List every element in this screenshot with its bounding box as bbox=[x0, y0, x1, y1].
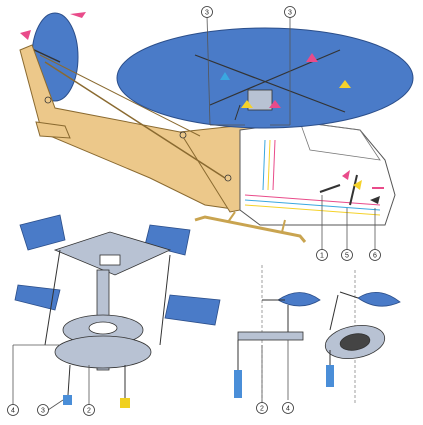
callout-cockpit-5: 5 bbox=[345, 253, 349, 260]
callout-detail-2: 2 bbox=[260, 406, 264, 413]
callout-hub-3: 3 bbox=[41, 408, 45, 415]
callout-circle bbox=[316, 249, 328, 261]
landing-skids bbox=[194, 211, 307, 243]
leader-line bbox=[206, 15, 211, 126]
detail-callouts: 2 4 bbox=[256, 345, 294, 414]
callout-circle bbox=[341, 249, 353, 261]
detail-blue-block bbox=[326, 365, 334, 387]
callout-circle bbox=[7, 404, 19, 416]
top-callouts: 3 3 bbox=[201, 6, 296, 126]
callout-detail-4: 4 bbox=[286, 406, 290, 413]
callout-top-right: 3 bbox=[288, 10, 292, 17]
swashplate-assembly bbox=[14, 214, 221, 408]
cockpit bbox=[239, 121, 396, 226]
main-rotor-disc bbox=[116, 27, 414, 129]
cyan-control-cable bbox=[244, 199, 381, 211]
tail-pink-arrow-right bbox=[70, 12, 86, 18]
skid-front bbox=[194, 215, 307, 243]
callout-cockpit-1: 1 bbox=[320, 253, 324, 260]
detail-swashplate-center bbox=[339, 333, 371, 351]
control-rod bbox=[67, 364, 71, 396]
hub-yellow-arrow bbox=[241, 100, 253, 108]
callout-circle bbox=[369, 249, 381, 261]
cockpit-callouts: 1 5 6 bbox=[316, 195, 381, 261]
rotor-hub bbox=[247, 89, 273, 111]
pivot-joint bbox=[179, 131, 187, 139]
pitch-link bbox=[44, 249, 61, 346]
pitch-detail-right bbox=[324, 270, 401, 405]
hub-center bbox=[99, 254, 121, 266]
callout-circle bbox=[284, 6, 296, 18]
callout-circle bbox=[256, 402, 268, 414]
callout-circle bbox=[83, 404, 95, 416]
cyclic-stick bbox=[349, 174, 358, 206]
skid-strut bbox=[281, 219, 286, 233]
hub-cross-plate bbox=[53, 231, 172, 276]
hub-yellow-block bbox=[120, 398, 130, 408]
swashplate-lower bbox=[54, 335, 152, 369]
callout-hub-4: 4 bbox=[11, 408, 15, 415]
detail-link bbox=[329, 294, 339, 331]
main-rotor bbox=[116, 27, 414, 129]
windshield bbox=[299, 121, 381, 161]
detail-blue-block bbox=[234, 370, 242, 398]
callout-circle bbox=[282, 402, 294, 414]
rotor-blade bbox=[209, 49, 341, 106]
tail-control-rod-2 bbox=[39, 54, 201, 137]
tail-rotor-shaft bbox=[29, 47, 61, 63]
detail-swashplate bbox=[237, 331, 304, 341]
tail-control-rod bbox=[44, 61, 226, 179]
vertical-linkage bbox=[272, 139, 276, 191]
pink-control-cable bbox=[244, 194, 381, 206]
hub-blade-bottom-left bbox=[14, 284, 61, 311]
detail-blade bbox=[277, 292, 321, 307]
detail-arm bbox=[339, 291, 359, 299]
callout-hub-2: 2 bbox=[87, 408, 91, 415]
pitch-detail-left bbox=[234, 265, 321, 415]
skid-strut bbox=[227, 211, 236, 223]
rotor-mast bbox=[234, 104, 241, 121]
leader-line bbox=[47, 399, 64, 411]
vertical-linkage bbox=[267, 139, 271, 191]
pivot-joint bbox=[44, 96, 52, 104]
hub-blade-bottom-right bbox=[164, 294, 221, 326]
rotor-cyan-arrow bbox=[220, 72, 230, 80]
pivot-joint bbox=[224, 174, 232, 182]
callout-top-left: 3 bbox=[205, 10, 209, 17]
detail-blade bbox=[357, 292, 401, 307]
cockpit-yellow-arrow bbox=[353, 180, 362, 190]
callout-circle bbox=[201, 6, 213, 18]
hub-pink-arrow bbox=[269, 100, 281, 108]
cockpit-pink-arrow bbox=[342, 170, 350, 180]
tail-fin bbox=[35, 121, 71, 139]
pedal bbox=[370, 196, 380, 204]
pitch-link bbox=[159, 254, 171, 346]
callout-circle bbox=[37, 404, 49, 416]
rotor-yellow-arrow bbox=[339, 80, 351, 88]
hub-blue-block bbox=[63, 395, 72, 405]
swashplate-center bbox=[88, 321, 118, 335]
tail-pink-arrow-left bbox=[20, 30, 31, 40]
rotor-blade bbox=[194, 54, 346, 113]
callout-cockpit-6: 6 bbox=[373, 253, 377, 260]
yellow-control-cable bbox=[244, 204, 381, 216]
rotor-pink-arrow bbox=[306, 53, 318, 62]
collective-lever bbox=[319, 184, 341, 193]
hub-blade-top-left bbox=[19, 214, 66, 251]
vertical-linkage bbox=[262, 139, 266, 191]
hub-callouts: 4 3 2 bbox=[7, 344, 95, 416]
